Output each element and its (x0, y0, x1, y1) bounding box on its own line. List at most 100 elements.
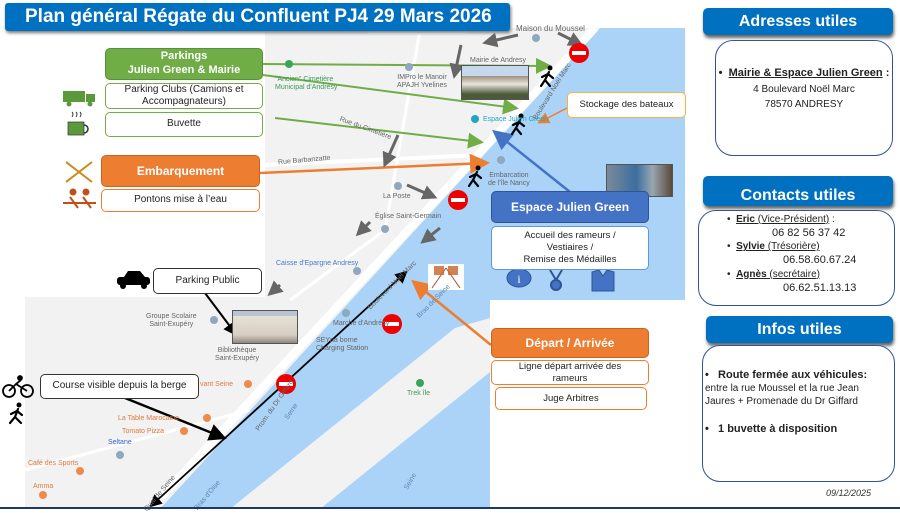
contacts-header: Contacts utiles (703, 176, 893, 206)
arrow-depart (411, 279, 492, 346)
date-label: 09/12/2025 (826, 488, 872, 498)
info-item-buvette: • 1 buvette à disposition (705, 423, 838, 436)
map-label: vant Seine (200, 381, 234, 388)
map-label: Maison du Moussel (516, 24, 585, 33)
info-item-title: • Route fermée aux véhicules: (705, 369, 868, 381)
arrow-parking-public (204, 292, 238, 337)
map-label: Embarcation de l'île Nancy (488, 172, 530, 187)
no-entry-icon (382, 314, 402, 334)
infos-panel: • Route fermée aux véhicules: entre la r… (702, 345, 895, 482)
medal-icon (549, 269, 563, 291)
info-road-closed: Route fermée aux véhicules: (718, 369, 868, 381)
map-label: La Table Marocaine (118, 415, 179, 422)
map-label: Trek île (407, 390, 431, 397)
address-line2: 78570 ANDRESY (764, 98, 844, 110)
jacket-icon (591, 269, 615, 292)
parkings-header: Parkings Julien Green & Mairie (105, 48, 263, 80)
map-label: Mairie de Andresy (470, 57, 527, 64)
info-item-desc: entre la rue Moussel et la rue Jean Jaur… (705, 383, 859, 408)
map-label: Église Saint-Germain (375, 213, 442, 220)
address-name: Mairie & Espace Julien Green (728, 67, 883, 79)
info-icon: i (506, 268, 532, 288)
map-label: Amma (33, 483, 54, 490)
map-pin-icon (497, 156, 505, 164)
map-pin-icon (416, 379, 424, 387)
infos-header: Infos utiles (706, 316, 893, 343)
buvette-box: Buvette (105, 112, 263, 137)
ligne-depart-box: Ligne départ arrivée des rameurs (491, 360, 649, 385)
juge-arbitres-box: Juge Arbitres (495, 387, 647, 410)
map-pin-icon (285, 60, 293, 68)
contact-phone: 06.58.60.67.24 (783, 254, 857, 267)
contact-phone: 06 82 56 37 42 (772, 227, 846, 239)
map-label: Tomato Pizza (122, 428, 165, 435)
address-line1: 4 Boulevard Noël Marc (753, 83, 855, 95)
map-label: La Poste (383, 193, 411, 200)
contact-item: • Sylvie (Trésorière) (727, 241, 820, 253)
bibliotheque-photo (232, 310, 298, 344)
map-label: Marché d'Andrésy (333, 320, 390, 327)
arrow-embarquement (259, 153, 490, 175)
pontons-box: Pontons mise à l’eau (101, 189, 260, 212)
parking-public-box: Parking Public (153, 268, 262, 294)
bicycle-icon (2, 375, 34, 398)
course-visible-box: Course visible depuis la berge (40, 374, 199, 399)
restaurant-pin-icon (39, 380, 252, 499)
address-title: • Mairie & Espace Julien Green : (718, 67, 890, 79)
map-label: Seltane (108, 439, 132, 446)
contact-role: (Vice-Président) (754, 214, 830, 225)
map-label: Bibliothèque Saint-Exupéry (215, 347, 259, 362)
map-label: Groupe Scolaire Saint-Exupéry (146, 313, 197, 328)
map-label: Caisse d'Epargne Andresy (276, 260, 359, 267)
map-label: Café des Sports (28, 460, 79, 467)
contacts-panel: • Eric (Vice-Président) : 06 82 56 37 42… (698, 210, 895, 306)
espace-julien-green-header: Espace Julien Green (491, 191, 649, 223)
contact-item: • Eric (Vice-Président) : (727, 214, 835, 225)
street (264, 153, 481, 167)
colon: : (882, 67, 890, 79)
colon: : (829, 214, 835, 225)
map-label: "Ancien" Cimetière Municipal d'Andrésy (275, 76, 338, 91)
info-buvette: 1 buvette à disposition (718, 423, 838, 436)
espace-julien-green-desc: Accueil des rameurs / Vestiaires / Remis… (491, 226, 649, 270)
no-entry-icon (276, 374, 296, 394)
map-pin-icon (471, 115, 479, 123)
contact-name: Agnès (736, 268, 767, 280)
coffee-mug-icon (67, 111, 89, 136)
contact-name: Eric (736, 214, 755, 225)
stockage-box: Stockage des bateaux (567, 92, 686, 118)
oars-icon (65, 161, 93, 183)
truck-icon (63, 91, 95, 107)
car-icon (117, 271, 150, 289)
contact-role: (Trésorière) (764, 241, 820, 253)
arrow-parking-clubs (262, 74, 519, 115)
no-entry-icon (448, 190, 468, 210)
adresses-panel: • Mairie & Espace Julien Green : 4 Boule… (715, 40, 893, 156)
contact-name: Sylvie (736, 241, 765, 253)
bottom-border (0, 507, 900, 509)
page-title: Plan général Régate du Confluent PJ4 29 … (5, 3, 510, 31)
contact-phone: 06.62.51.13.13 (783, 281, 857, 294)
arrow-stockage (537, 107, 568, 124)
traffic-arrows (267, 31, 584, 296)
contact-role: (secrétaire) (766, 268, 820, 280)
map-pin-icon (116, 34, 540, 459)
svg-text:i: i (517, 272, 521, 286)
arrow-espace (492, 129, 571, 193)
embarquement-header: Embarquement (101, 155, 260, 187)
mairie-photo (461, 65, 529, 100)
map-label: SEYna borne Charging Station (316, 337, 369, 352)
no-entry-icon (569, 43, 589, 63)
depart-arrivee-header: Départ / Arrivée (491, 328, 649, 358)
adresses-header: Adresses utiles (703, 8, 893, 35)
pedestrian-icon (8, 65, 555, 425)
arrow-buvette (274, 117, 484, 149)
map-top-white (368, 28, 468, 34)
arrow-course-visible (124, 396, 227, 441)
parking-clubs-box: Parking Clubs (Camions et Accompagnateur… (105, 83, 263, 109)
map-label: Espace Julien Green (483, 116, 548, 123)
checkered-flags-icon (428, 264, 464, 290)
contact-item: • Agnès (secrétaire) (727, 268, 820, 280)
rowers-icon (63, 188, 96, 209)
map-label: IMPro le Manoir APAJH Yvelines (397, 74, 447, 89)
